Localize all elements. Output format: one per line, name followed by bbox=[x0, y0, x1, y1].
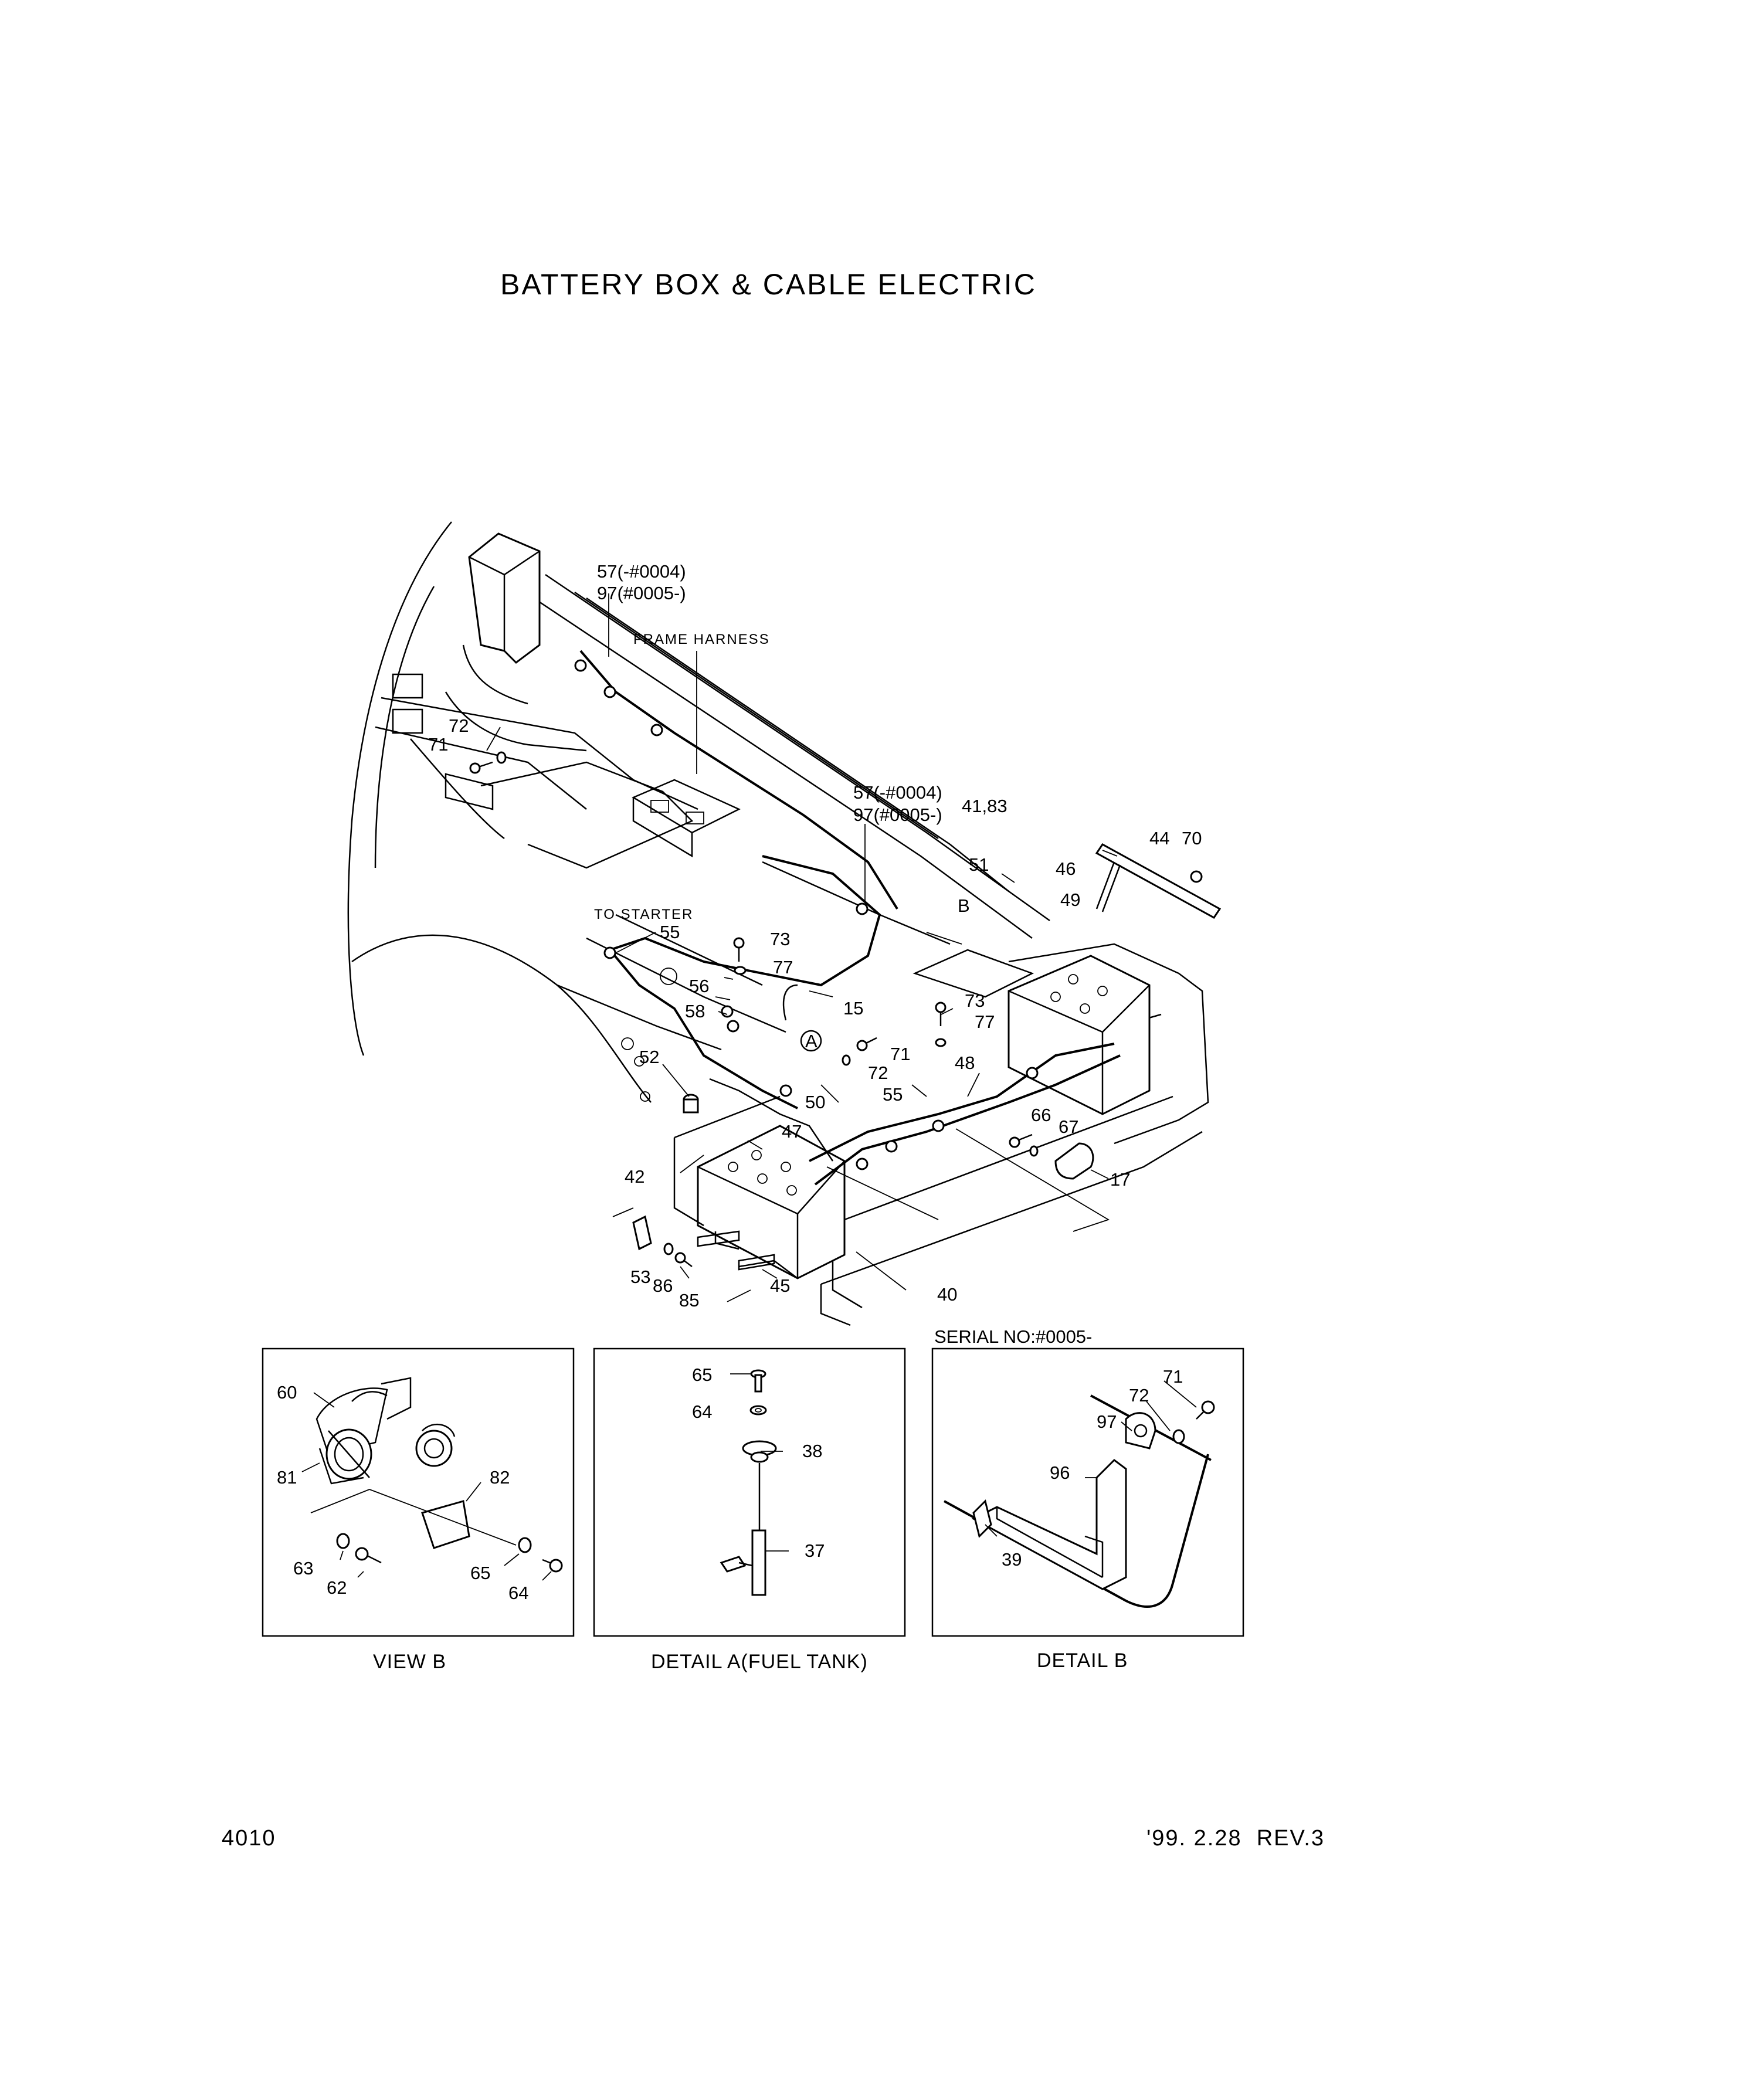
detailb-label-71: 71 bbox=[1163, 1366, 1183, 1387]
label-57b: 57(-#0004) bbox=[853, 782, 942, 803]
viewb-label-63: 63 bbox=[293, 1558, 313, 1579]
label-51: 51 bbox=[969, 854, 989, 875]
label-45: 45 bbox=[770, 1275, 790, 1296]
label-58: 58 bbox=[685, 1001, 705, 1021]
viewb-label-62: 62 bbox=[327, 1577, 347, 1598]
label-44: 44 bbox=[1149, 828, 1169, 848]
label-56: 56 bbox=[689, 976, 709, 996]
detail-a-caption: DETAIL A(FUEL TANK) bbox=[651, 1651, 868, 1673]
detail-b-panel: SERIAL NO:#0005- 71 72 97 96 39 DETAIL B bbox=[931, 1326, 1244, 1672]
detaila-label-65: 65 bbox=[692, 1364, 712, 1385]
label-57a: 57(-#0004) bbox=[597, 561, 686, 582]
label-77a: 77 bbox=[773, 957, 793, 977]
label-55b: 55 bbox=[883, 1084, 903, 1105]
detail-b-serial: SERIAL NO:#0005- bbox=[934, 1326, 1092, 1347]
viewb-label-81: 81 bbox=[277, 1467, 297, 1488]
label-48: 48 bbox=[955, 1053, 975, 1073]
label-49: 49 bbox=[1060, 890, 1080, 910]
main-labels: 57(-#0004) 97(#0005-) FRAME HARNESS 72 7… bbox=[428, 561, 1202, 1311]
label-73a: 73 bbox=[770, 929, 790, 949]
label-52: 52 bbox=[639, 1047, 659, 1067]
viewb-label-65: 65 bbox=[470, 1563, 490, 1583]
label-71a: 71 bbox=[428, 734, 448, 755]
label-53: 53 bbox=[630, 1267, 650, 1287]
detaila-label-38: 38 bbox=[802, 1441, 822, 1461]
label-41-83: 41,83 bbox=[962, 796, 1007, 816]
view-b-panel: 60 81 82 63 62 65 64 VIEW B bbox=[262, 1347, 575, 1673]
label-b: B bbox=[958, 895, 970, 916]
label-72b: 72 bbox=[868, 1063, 888, 1083]
detail-b-frame bbox=[931, 1347, 1244, 1637]
label-50: 50 bbox=[805, 1092, 825, 1112]
viewb-label-60: 60 bbox=[277, 1382, 297, 1403]
viewb-label-82: 82 bbox=[490, 1467, 510, 1488]
detaila-label-37: 37 bbox=[805, 1540, 825, 1561]
label-70: 70 bbox=[1182, 828, 1202, 848]
label-86: 86 bbox=[653, 1275, 673, 1296]
view-b-caption: VIEW B bbox=[373, 1651, 446, 1673]
revision-date: '99. 2.28 REV.3 bbox=[1146, 1826, 1325, 1851]
detail-b-caption: DETAIL B bbox=[1037, 1649, 1128, 1672]
main-assembly-drawing bbox=[347, 521, 1222, 1326]
label-47: 47 bbox=[782, 1121, 802, 1142]
page-number: 4010 bbox=[222, 1826, 276, 1851]
label-to-starter: TO STARTER bbox=[594, 907, 693, 922]
detail-a-frame bbox=[593, 1347, 906, 1637]
label-46: 46 bbox=[1056, 858, 1076, 879]
detailb-label-72: 72 bbox=[1129, 1385, 1149, 1406]
label-73b: 73 bbox=[965, 990, 985, 1011]
label-40: 40 bbox=[937, 1284, 957, 1305]
label-66: 66 bbox=[1031, 1105, 1051, 1125]
detailb-label-39: 39 bbox=[1002, 1549, 1022, 1570]
detailb-label-97: 97 bbox=[1097, 1411, 1117, 1432]
label-97b: 97(#0005-) bbox=[853, 805, 942, 825]
label-97a: 97(#0005-) bbox=[597, 583, 686, 603]
label-15: 15 bbox=[843, 998, 863, 1019]
label-17: 17 bbox=[1110, 1169, 1130, 1190]
detailb-label-96: 96 bbox=[1050, 1462, 1070, 1483]
label-67: 67 bbox=[1059, 1116, 1078, 1137]
label-77b: 77 bbox=[975, 1011, 995, 1032]
label-71b: 71 bbox=[890, 1044, 910, 1064]
label-72a: 72 bbox=[449, 715, 469, 736]
view-b-frame bbox=[262, 1347, 575, 1637]
viewb-label-64: 64 bbox=[508, 1583, 528, 1603]
detail-a-panel: 65 64 38 37 DETAIL A(FUEL TANK) bbox=[593, 1347, 906, 1673]
label-42: 42 bbox=[625, 1166, 644, 1187]
label-frame-harness: FRAME HARNESS bbox=[633, 632, 770, 647]
label-a: A bbox=[805, 1031, 817, 1051]
label-85: 85 bbox=[679, 1290, 699, 1311]
detaila-label-64: 64 bbox=[692, 1401, 712, 1422]
page-title: BATTERY BOX & CABLE ELECTRIC bbox=[500, 268, 1037, 301]
main-leaders bbox=[486, 593, 1118, 1291]
label-55a: 55 bbox=[660, 922, 680, 942]
